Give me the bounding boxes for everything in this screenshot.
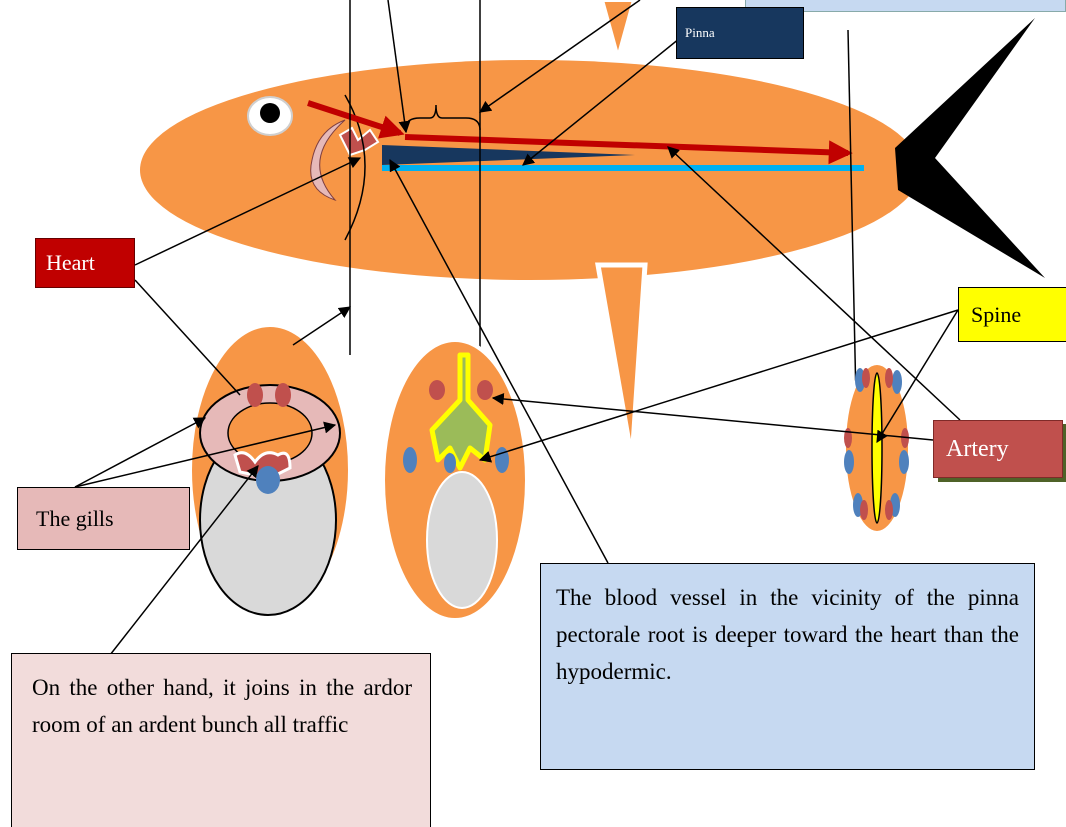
- vessel-note: The blood vessel in the vicinity of the …: [540, 563, 1035, 770]
- tail-fin: [895, 18, 1045, 278]
- gills-vein: [256, 466, 280, 494]
- pupil: [260, 103, 280, 123]
- artery-label: Artery: [933, 420, 1063, 478]
- tail-spine: [872, 373, 882, 523]
- connector: [293, 307, 350, 345]
- dorsal-fin: [602, 0, 634, 58]
- vein-line: [382, 165, 864, 171]
- trunk-cavity: [427, 472, 497, 608]
- spine-label: Spine: [958, 287, 1066, 342]
- heart-label: Heart: [35, 238, 135, 288]
- gills-label: The gills: [17, 487, 190, 550]
- pinna-label: Pinna: [676, 7, 804, 59]
- other-note: On the other hand, it joins in the ardor…: [11, 653, 431, 827]
- connector: [135, 280, 240, 395]
- pelvic-fin: [598, 265, 645, 460]
- connector: [75, 418, 205, 487]
